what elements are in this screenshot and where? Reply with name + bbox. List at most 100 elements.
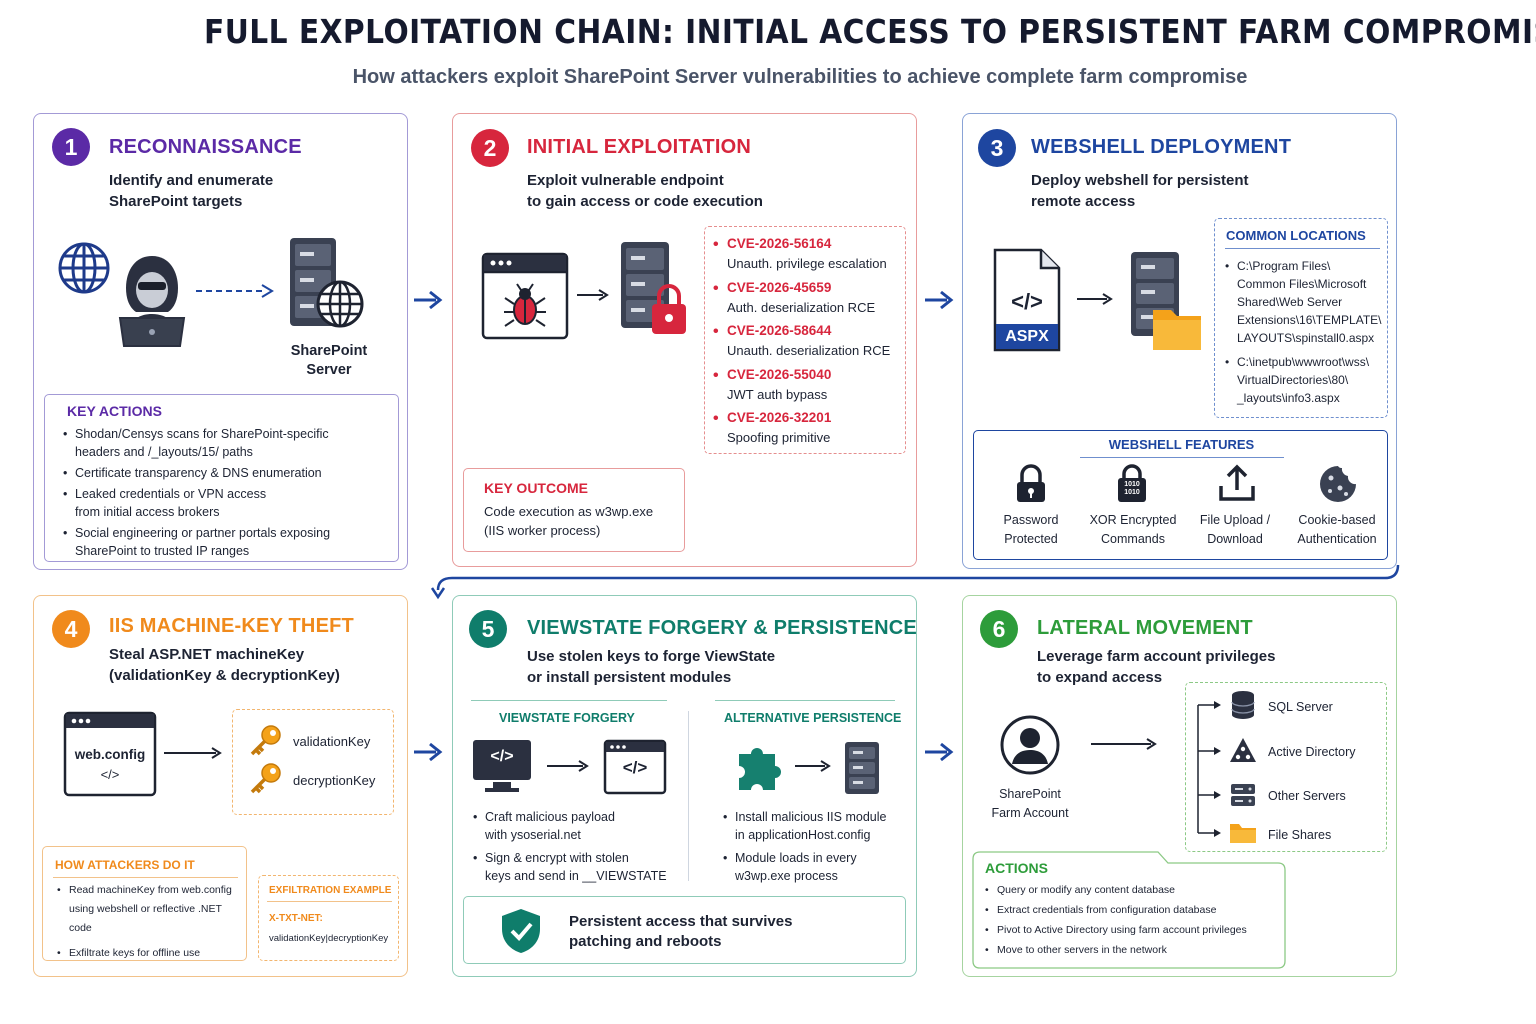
cve-description: Unauth. privilege escalation	[727, 256, 887, 271]
dashed-arrow	[196, 284, 274, 298]
list-item: Install malicious IIS module in applicat…	[723, 808, 913, 844]
step-title: VIEWSTATE FORGERY & PERSISTENCE	[527, 617, 917, 639]
alternative-persistence-title: ALTERNATIVE PERSISTENCE	[724, 711, 902, 725]
step-description: Leverage farm account privileges to expa…	[1037, 648, 1276, 686]
key-actions-list: Shodan/Censys scans for SharePoint-speci…	[63, 425, 393, 563]
user-account-icon	[1000, 715, 1060, 775]
page-title: FULL EXPLOITATION CHAIN: INITIAL ACCESS …	[204, 12, 1536, 51]
key-outcome-text: Code execution as w3wp.exe (IIS worker p…	[484, 504, 654, 538]
active-directory-icon	[1230, 738, 1256, 762]
list-item: Read machineKey from web.config using we…	[57, 881, 247, 938]
step-title: WEBSHELL DEPLOYMENT	[1031, 136, 1292, 158]
arrow-icon	[547, 760, 589, 772]
code-glyph: </>	[490, 748, 514, 765]
step-3-webshell-deployment: 3 WEBSHELL DEPLOYMENT Deploy webshell fo…	[962, 113, 1397, 569]
step-number: 6	[980, 610, 1018, 648]
step-description: Steal ASP.NET machineKey (validationKey …	[109, 646, 340, 684]
farm-account-label: SharePoint Farm Account	[991, 787, 1069, 820]
list-item: C:\Program Files\ Common Files\Microsoft…	[1225, 257, 1387, 347]
monitor-code-icon	[473, 740, 531, 792]
arrow-icon	[1077, 293, 1113, 305]
keys-box: validationKey decryptionKey	[232, 709, 394, 815]
aspx-label: ASPX	[1005, 328, 1049, 345]
step-1-reconnaissance: 1 RECONNAISSANCE Identify and enumerate …	[33, 113, 408, 570]
arrow-2-3	[925, 290, 954, 310]
list-item: Exfiltrate keys for offline use	[57, 944, 247, 963]
key-actions-title: KEY ACTIONS	[67, 403, 162, 419]
feature-label: Password Protected	[1003, 513, 1059, 546]
common-locations-title: COMMON LOCATIONS	[1226, 228, 1366, 243]
key-actions-box: KEY ACTIONS Shodan/Censys scans for Shar…	[44, 394, 399, 562]
web-config-window-icon	[63, 711, 157, 797]
key-outcome-title: KEY OUTCOME	[484, 480, 588, 496]
globe-icon	[58, 242, 110, 294]
cve-id-text: CVE-2026-56164	[727, 236, 832, 251]
step-number: 4	[52, 610, 90, 648]
target-active-directory: Active Directory	[1268, 745, 1356, 759]
webshell-features-title: WEBSHELL FEATURES	[1108, 437, 1255, 452]
list-item: Extract credentials from configuration d…	[985, 901, 1285, 920]
list-item: Module loads in every w3wp.exe process	[723, 849, 913, 885]
arrow-icon	[795, 760, 831, 772]
code-glyph: </>	[622, 758, 648, 777]
list-item: Move to other servers in the network	[985, 941, 1285, 960]
database-icon	[1231, 691, 1255, 719]
cve-id-text: CVE-2026-55040	[727, 366, 832, 382]
lock-icon	[1017, 464, 1045, 502]
exfiltration-box: EXFILTRATION EXAMPLE X-TXT-NET: validati…	[258, 875, 399, 961]
exfiltration-title: EXFILTRATION EXAMPLE	[269, 885, 392, 896]
how-attackers-list: Read machineKey from web.config using we…	[57, 881, 247, 966]
exfiltration-value: validationKey|decryptionKey	[269, 933, 389, 944]
server-folder-icon	[1131, 252, 1201, 350]
step-number: 3	[978, 129, 1016, 167]
cve-description: Auth. deserialization RCE	[727, 299, 876, 315]
step-2-initial-exploitation: 2 INITIAL EXPLOITATION Exploit vulnerabl…	[452, 113, 917, 567]
how-attackers-title: HOW ATTACKERS DO IT	[55, 858, 195, 872]
bullet-icon: •	[713, 323, 719, 340]
list-item: Certificate transparency & DNS enumerati…	[63, 464, 393, 482]
cve-id-text: CVE-2026-32201	[727, 410, 832, 425]
branch-lines	[1197, 701, 1221, 837]
bullet-icon: •	[713, 279, 719, 297]
step-6-lateral-movement: 6 LATERAL MOVEMENT Leverage farm account…	[962, 595, 1397, 977]
step-number: 2	[471, 129, 509, 167]
list-item: Craft malicious payload with ysoserial.n…	[473, 808, 685, 844]
arrow-4-5	[414, 742, 443, 762]
folder-icon	[1230, 824, 1256, 843]
persistence-banner-text: Persistent access that survives patching…	[569, 913, 793, 950]
targets-box: SQL Server Active Directory Other Server…	[1185, 682, 1387, 852]
arrow-5-6	[925, 742, 954, 762]
arrow-3-4	[430, 564, 1400, 600]
server-globe-icon	[290, 238, 364, 328]
viewstate-forgery-title: VIEWSTATE FORGERY	[499, 711, 635, 725]
aspx-file-icon	[993, 248, 1061, 352]
persistence-banner: Persistent access that survives patching…	[463, 896, 906, 964]
step-title: IIS MACHINE-KEY THEFT	[109, 615, 354, 637]
step-description: Exploit vulnerable endpoint to gain acce…	[527, 172, 763, 210]
code-glyph: </>	[1011, 289, 1043, 314]
step-description: Deploy webshell for persistent remote ac…	[1031, 172, 1249, 210]
list-item: Shodan/Censys scans for SharePoint-speci…	[63, 425, 393, 461]
target-sql-server: SQL Server	[1268, 700, 1333, 714]
step-title: RECONNAISSANCE	[109, 136, 302, 158]
browser-code-icon	[603, 739, 667, 795]
list-item: C:\inetpub\wwwroot\wss\ VirtualDirectori…	[1225, 353, 1387, 407]
step-title: LATERAL MOVEMENT	[1037, 617, 1253, 639]
upload-icon	[1219, 464, 1255, 501]
locations-list: C:\Program Files\ Common Files\Microsoft…	[1225, 257, 1387, 410]
target-other-servers: Other Servers	[1268, 789, 1346, 803]
arrow-icon	[577, 289, 609, 301]
bullet-icon: •	[713, 410, 719, 427]
encrypted-lock-icon	[1118, 464, 1146, 502]
sharepoint-server-label: SharePoint Server	[290, 343, 368, 378]
arrow-icon	[164, 747, 222, 759]
hacker-icon	[118, 256, 186, 347]
step-description: Identify and enumerate SharePoint target…	[109, 172, 274, 210]
bullet-icon: •	[713, 366, 719, 384]
server-icon	[845, 742, 879, 794]
feature-label: Cookie-based Authentication	[1297, 513, 1377, 546]
binary-glyph: 1010 1010	[1124, 481, 1140, 496]
viewstate-forgery-list: Craft malicious payload with ysoserial.n…	[473, 808, 685, 888]
list-item: Sign & encrypt with stolen keys and send…	[473, 849, 685, 885]
